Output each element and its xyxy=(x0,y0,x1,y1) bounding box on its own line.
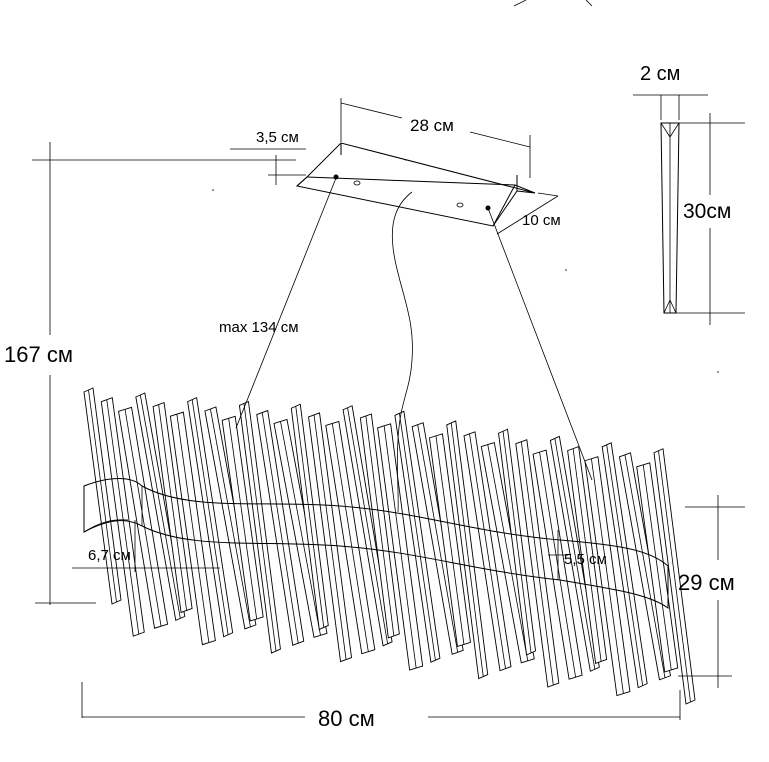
crystal-ridge xyxy=(539,452,576,678)
crystal-ridge xyxy=(280,421,321,636)
canopy-depth-label: 10 см xyxy=(522,212,561,229)
crystal-ridge xyxy=(487,444,529,661)
crystal-ridge xyxy=(606,444,644,686)
crystal-ridge xyxy=(139,394,181,619)
crystal-ridge xyxy=(261,412,299,644)
crystal-ridge xyxy=(658,450,691,703)
band-height-left-label: 6,7 см xyxy=(88,547,131,564)
crystal-length-label: 30см xyxy=(683,200,731,223)
ceiling-canopy xyxy=(295,142,536,227)
body-height-label: 29 см xyxy=(678,570,735,595)
crystal-cluster xyxy=(83,387,696,705)
crystal-ridge xyxy=(383,425,417,669)
crystal-ridge xyxy=(450,422,484,677)
crystal-ridge xyxy=(554,438,596,670)
crystal-ridge xyxy=(572,448,602,662)
crystal-ridge xyxy=(313,414,347,660)
crystal-ridge xyxy=(106,399,140,635)
cable-length-label: max 134 см xyxy=(219,319,299,336)
crystal-ridge xyxy=(642,464,672,670)
crystal-detail xyxy=(633,94,745,373)
body-dimension-lines xyxy=(72,495,745,720)
crystal-ridge xyxy=(399,413,436,661)
crystal-ridge xyxy=(624,454,666,678)
body-length-label: 80 см xyxy=(318,706,375,731)
crystal-ridge xyxy=(347,407,388,644)
crystal-ridge xyxy=(88,389,117,603)
crystal-ridge xyxy=(124,409,162,627)
crystal-ridge xyxy=(210,408,251,627)
crystal-ridge xyxy=(417,424,459,653)
crystal-ridge xyxy=(331,423,369,652)
suspension-cables xyxy=(235,177,593,513)
crystal-ridge xyxy=(295,406,325,628)
crystal-width-label: 2 см xyxy=(640,63,680,85)
canopy-length-label: 28 см xyxy=(410,116,454,135)
crystal-ridge xyxy=(365,415,395,636)
crystal-ridge xyxy=(243,403,277,652)
crystal-ridge xyxy=(502,431,532,653)
crystal-ridge xyxy=(228,418,258,620)
canopy-dimension-lines xyxy=(212,98,567,271)
canopy-height-label: 3,5 см xyxy=(256,129,299,146)
crystal-ridge xyxy=(176,414,210,643)
crystal-ridge xyxy=(158,404,187,611)
crystal-ridge xyxy=(435,435,465,645)
crystal-ridge xyxy=(469,433,506,669)
crystal-ridge xyxy=(191,399,229,635)
top-edge-fragment xyxy=(513,0,593,7)
curved-band xyxy=(83,478,669,609)
total-height-label: 167 см xyxy=(4,342,73,367)
total-height-dimension-lines xyxy=(32,142,296,605)
band-height-right-label: 5,5 см xyxy=(564,551,607,568)
crystal-ridge xyxy=(591,458,624,694)
crystal-ridge xyxy=(520,441,554,686)
